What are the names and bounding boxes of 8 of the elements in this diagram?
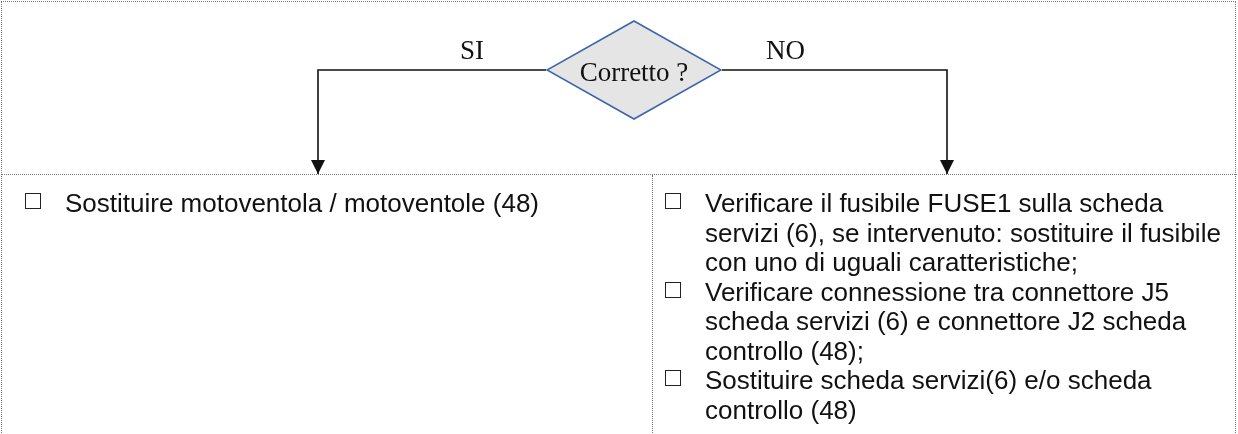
action-text: Sostituire scheda servizi(6) e/o scheda controllo (48) (705, 366, 1153, 425)
action-text: Verificare il fusibile FUSE1 sulla scheda servizi (6), se intervenuto: sostituire il fusibile con uno di uguali caratteristiche; (705, 189, 1222, 278)
arrow (721, 69, 954, 175)
action-text: Verificare connessione tra connettore J5 scheda servizi (6) e connettore J2 scheda controllo (48); (705, 277, 1188, 366)
action-text: Sostituire motoventola / motoventole (48) (65, 189, 541, 219)
decision-diamond (546, 20, 722, 120)
arrow (311, 69, 547, 175)
decision-text: Corretto ? (579, 56, 689, 88)
